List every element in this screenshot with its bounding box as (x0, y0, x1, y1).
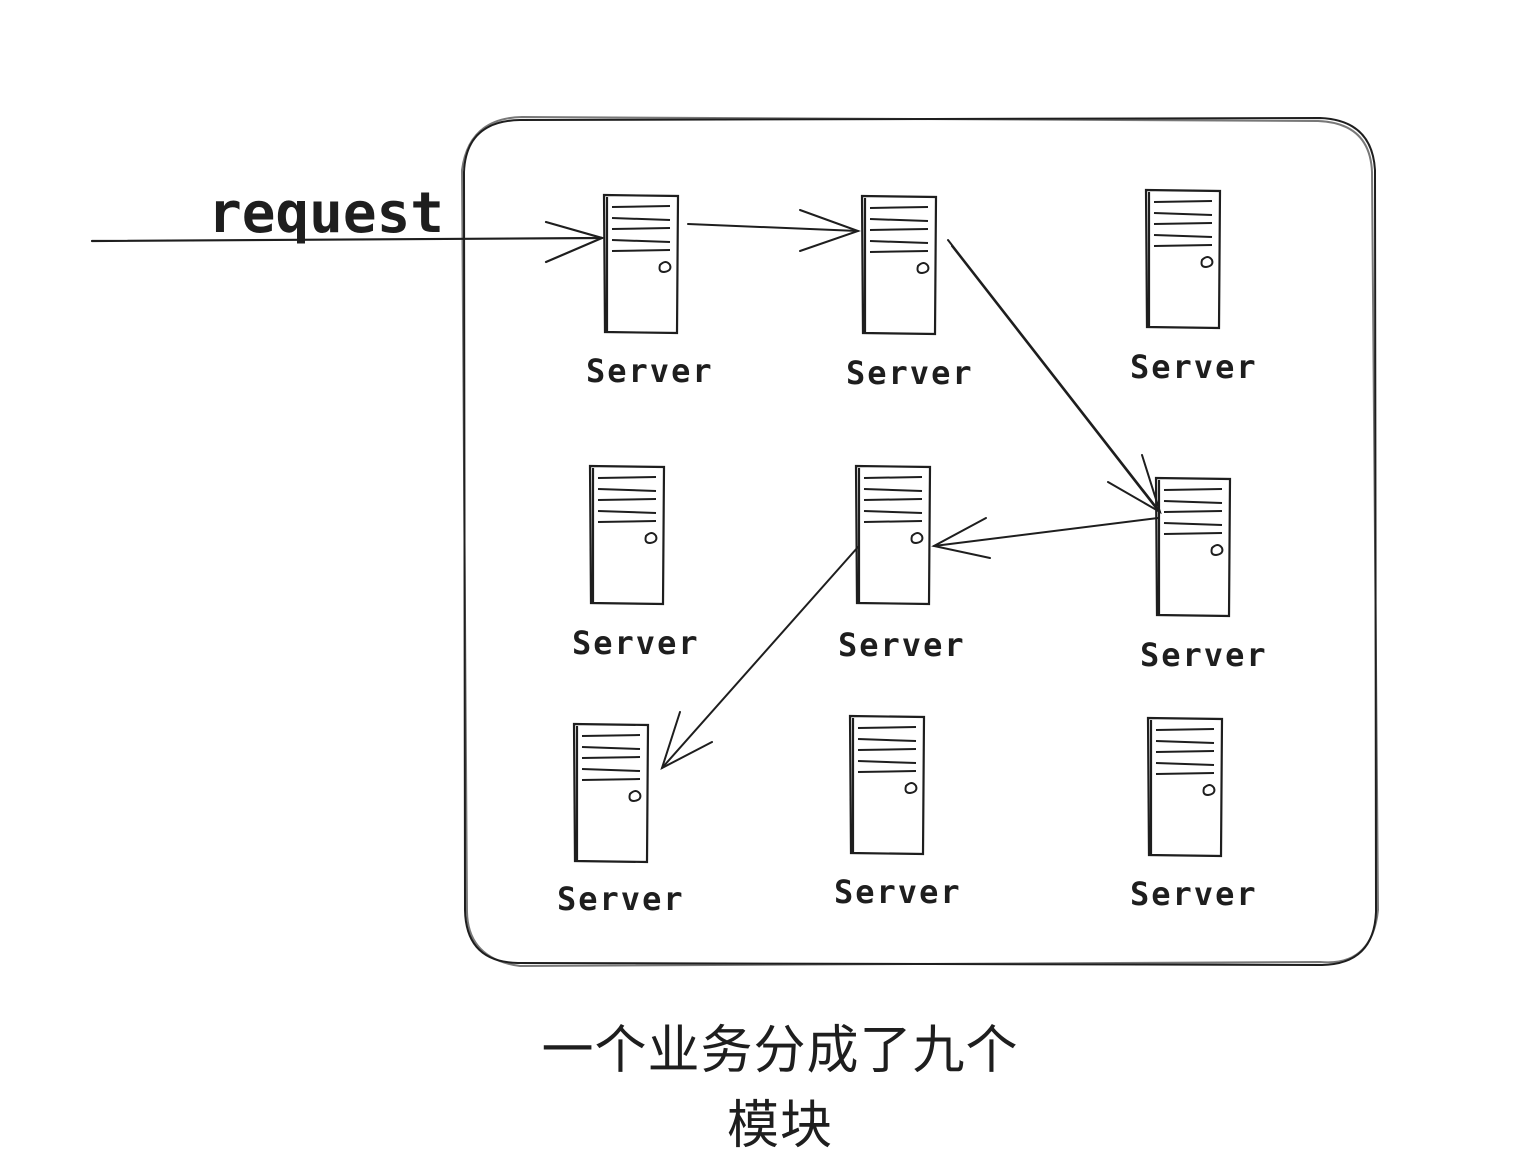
server-5: Server (838, 464, 966, 664)
server-8: Server (834, 714, 962, 911)
server-1: Server (586, 193, 714, 390)
server-icon (848, 714, 926, 856)
server-label: Server (557, 880, 685, 918)
server-label: Server (838, 626, 966, 664)
server-3: Server (1130, 188, 1258, 386)
server-4: Server (572, 464, 700, 662)
server-icon (854, 464, 932, 606)
server-label: Server (1130, 875, 1258, 913)
request-label: request (208, 181, 444, 246)
server-label: Server (834, 873, 962, 911)
server-icon (1146, 716, 1224, 858)
module-container (460, 115, 1380, 968)
server-6: Server (1140, 476, 1268, 674)
arrow-s1-s2 (687, 223, 859, 232)
request-arrow (90, 220, 606, 264)
arrow-s5-s7 (661, 546, 859, 769)
diagram-caption: 一个业务分成了九个模块 (541, 1021, 1019, 1156)
server-9: Server (1130, 716, 1258, 913)
server-icon (1144, 188, 1222, 330)
server-icon (588, 464, 666, 606)
server-label: Server (1140, 636, 1268, 674)
server-label: Server (846, 354, 974, 392)
server-2: Server (846, 194, 974, 392)
server-icon (572, 722, 650, 864)
server-icon (860, 194, 938, 336)
server-label: Server (586, 352, 714, 390)
server-label: Server (572, 624, 700, 662)
server-7: Server (557, 722, 685, 918)
flow-arrows (660, 209, 1162, 771)
arrow-s6-s5 (933, 517, 1159, 547)
server-icon (1154, 476, 1232, 618)
server-label: Server (1130, 348, 1258, 386)
server-icon (602, 193, 680, 335)
